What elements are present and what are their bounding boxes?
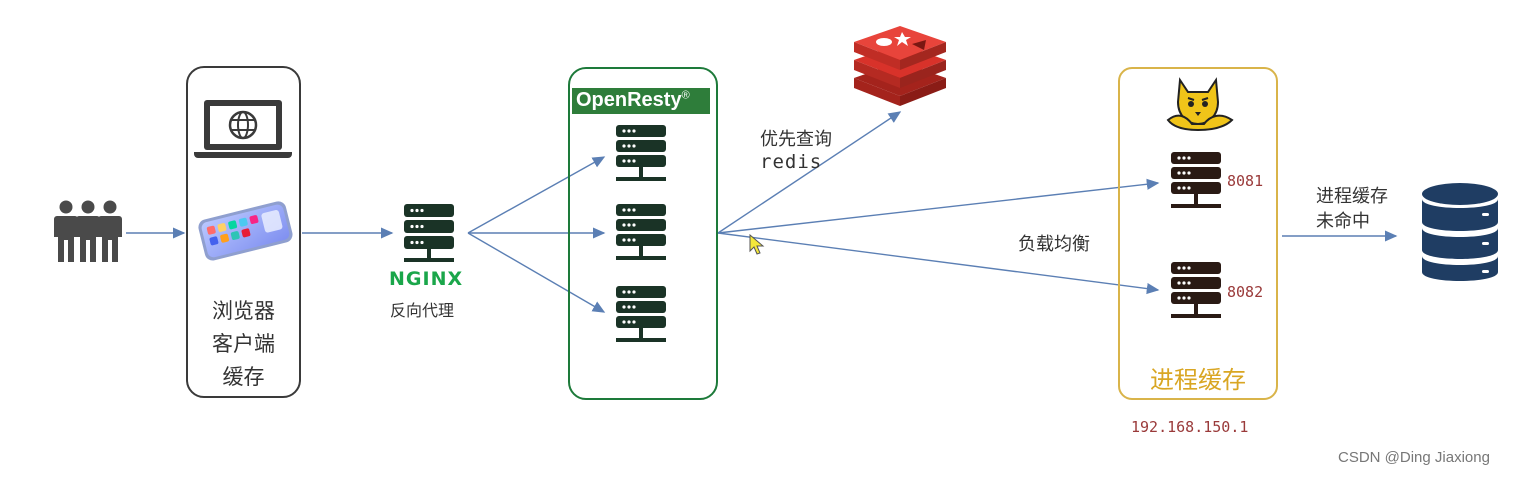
openresty-title-banner (572, 88, 710, 114)
openresty-box (568, 67, 718, 400)
tomcat-server-8081-icon (1171, 152, 1221, 208)
redis-query-label-line-2: redis (760, 151, 823, 173)
process-cache-caption: 进程缓存 (1150, 366, 1246, 394)
port-8081-label: 8081 (1227, 172, 1264, 190)
port-8082-label: 8082 (1227, 283, 1264, 301)
tomcat-cat-icon (1166, 77, 1234, 132)
users-icon (54, 200, 122, 262)
openresty-server-3-icon (616, 286, 666, 342)
arrow-openresty-to-8081 (717, 178, 1160, 234)
browser-cache-label-line-3: 缓存 (222, 365, 265, 389)
server-ip-label: 192.168.150.1 (1131, 418, 1249, 436)
database-icon (1422, 183, 1498, 281)
browser-cache-label-line-2: 客户端 (212, 332, 275, 356)
browser-client-box (186, 66, 301, 398)
nginx-server-icon (404, 204, 454, 262)
arrow-nginx-to-openresty-1 (467, 156, 606, 234)
redis-icon (854, 26, 946, 106)
arrow-openresty-to-redis (717, 111, 902, 234)
redis-query-label-line-1: 优先查询 (760, 129, 832, 150)
smartphone-icon (198, 201, 293, 261)
mouse-cursor-icon (749, 234, 765, 255)
registered-mark: ® (681, 89, 690, 102)
openresty-server-2-icon (616, 204, 666, 260)
tomcat-process-cache-box (1118, 67, 1278, 400)
browser-cache-label-line-1: 浏览器 (212, 299, 275, 323)
arrow-nginx-to-openresty-3 (467, 232, 606, 313)
cache-miss-label-line-1: 进程缓存 (1316, 186, 1388, 207)
openresty-title: OpenResty® (576, 89, 690, 112)
nginx-logo-text: NGINX (389, 268, 464, 290)
reverse-proxy-label: 反向代理 (390, 301, 455, 320)
openresty-title-text: OpenResty (576, 89, 682, 111)
cache-miss-label-line-2: 未命中 (1316, 211, 1370, 232)
csdn-watermark: CSDN @Ding Jiaxiong (1338, 449, 1490, 466)
arrow-openresty-to-8082 (717, 232, 1160, 295)
openresty-server-1-icon (616, 125, 666, 181)
laptop-globe-icon (194, 100, 292, 158)
tomcat-server-8082-icon (1171, 262, 1221, 318)
load-balance-label: 负载均衡 (1018, 234, 1090, 255)
